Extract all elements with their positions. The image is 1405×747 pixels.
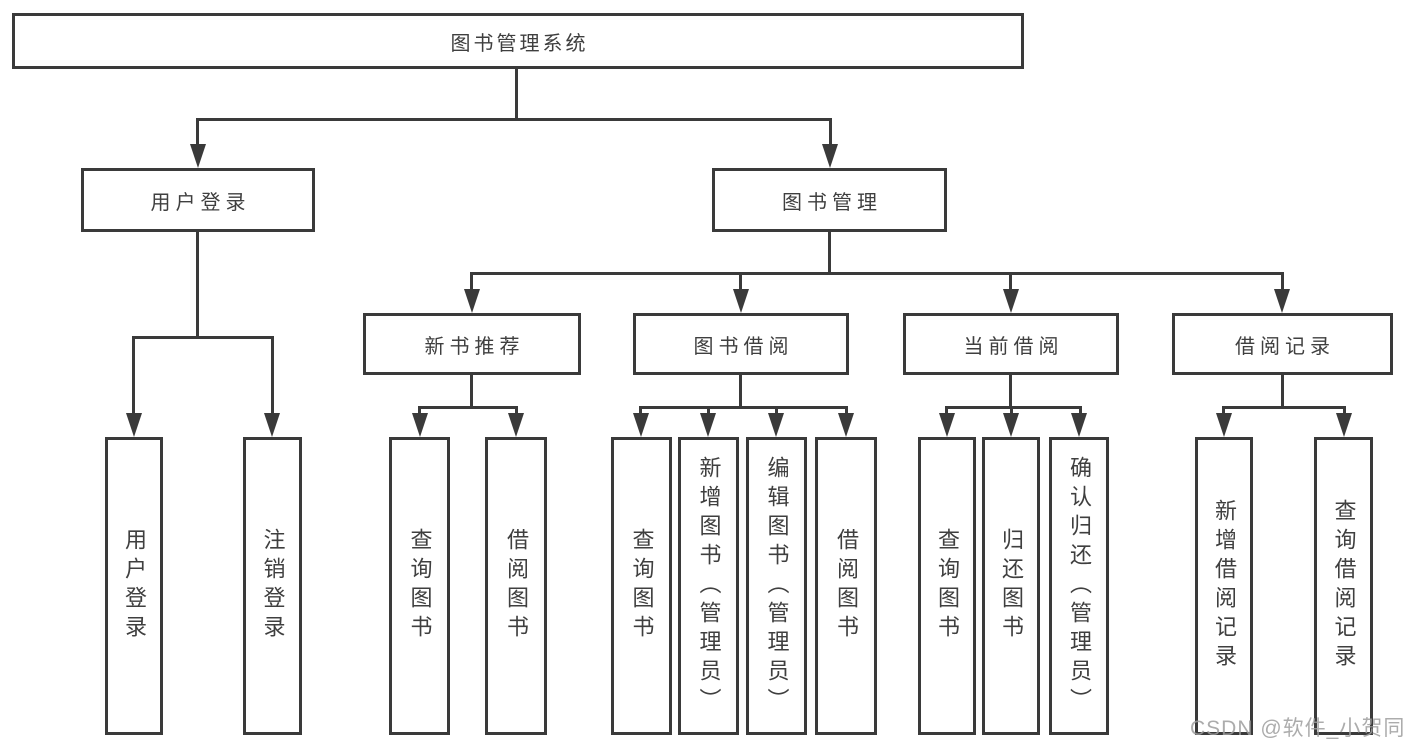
leaf-label: 新增借阅记录 — [1212, 499, 1237, 673]
arrow-down-icon — [1071, 413, 1087, 437]
leaf-borrow-books-recommend: 借阅图书 — [485, 437, 547, 735]
connector-line — [1222, 406, 1346, 409]
arrow-down-icon — [264, 413, 280, 437]
connector-line — [1009, 272, 1012, 290]
leaf-return-books: 归还图书 — [982, 437, 1040, 735]
leaf-label: 查询图书 — [629, 528, 655, 644]
connector-line — [1009, 375, 1012, 406]
connector-line — [945, 406, 1082, 409]
connector-line — [845, 406, 848, 414]
arrow-down-icon — [939, 413, 955, 437]
connector-line — [739, 375, 742, 406]
node-root: 图书管理系统 — [12, 13, 1024, 69]
connector-line — [775, 406, 778, 414]
node-borrowing-records: 借阅记录 — [1172, 313, 1393, 375]
connector-line — [196, 232, 199, 336]
node-new-book-recommendation: 新书推荐 — [363, 313, 581, 375]
leaf-query-borrow-record: 查询借阅记录 — [1314, 437, 1373, 735]
arrow-down-icon — [412, 413, 428, 437]
leaf-label: 新增图书（管理员） — [696, 455, 722, 717]
connector-line — [470, 375, 473, 406]
leaf-label: 归还图书 — [999, 528, 1024, 644]
leaf-label: 用户登录 — [122, 528, 147, 644]
arrow-down-icon — [822, 144, 838, 168]
connector-line — [196, 118, 832, 121]
arrow-down-icon — [464, 289, 480, 313]
arrow-down-icon — [1336, 413, 1352, 437]
node-book-borrowing: 图书借阅 — [633, 313, 849, 375]
leaf-confirm-return-admin: 确认归还（管理员） — [1049, 437, 1109, 735]
leaf-label: 查询图书 — [407, 528, 433, 644]
connector-line — [515, 69, 518, 120]
connector-line — [707, 406, 710, 414]
connector-line — [945, 406, 948, 414]
leaf-label: 查询图书 — [935, 528, 960, 644]
leaf-borrow-books-borrowing: 借阅图书 — [815, 437, 877, 735]
leaf-label: 编辑图书（管理员） — [764, 455, 790, 717]
connector-line — [829, 118, 832, 146]
connector-line — [1281, 375, 1284, 406]
leaf-label: 借阅图书 — [504, 528, 529, 644]
leaf-logout: 注销登录 — [243, 437, 302, 735]
connector-line — [132, 336, 135, 414]
arrow-down-icon — [838, 413, 854, 437]
leaf-add-borrow-record: 新增借阅记录 — [1195, 437, 1253, 735]
leaf-label: 借阅图书 — [834, 528, 859, 644]
connector-line — [1281, 272, 1284, 290]
arrow-down-icon — [1274, 289, 1290, 313]
csdn-watermark: CSDN @软件_小贺同学 — [1190, 717, 1405, 740]
leaf-label: 注销登录 — [260, 528, 286, 644]
connector-line — [1079, 406, 1082, 414]
arrow-down-icon — [126, 413, 142, 437]
leaf-edit-book-admin: 编辑图书（管理员） — [746, 437, 807, 735]
connector-line — [639, 406, 642, 414]
arrow-down-icon — [633, 413, 649, 437]
connector-line — [418, 406, 518, 409]
connector-line — [271, 336, 274, 414]
connector-line — [1343, 406, 1346, 414]
arrow-down-icon — [768, 413, 784, 437]
leaf-label: 确认归还（管理员） — [1067, 455, 1092, 717]
arrow-down-icon — [1003, 289, 1019, 313]
connector-line — [418, 406, 421, 414]
node-user-login: 用户登录 — [81, 168, 315, 232]
arrow-down-icon — [190, 144, 206, 168]
leaf-query-books-borrowing: 查询图书 — [611, 437, 672, 735]
connector-line — [470, 272, 1284, 275]
arrow-down-icon — [508, 413, 524, 437]
leaf-query-books-recommend: 查询图书 — [389, 437, 450, 735]
arrow-down-icon — [1003, 413, 1019, 437]
leaf-add-book-admin: 新增图书（管理员） — [678, 437, 739, 735]
connector-line — [132, 336, 274, 339]
connector-line — [470, 272, 473, 290]
arrow-down-icon — [733, 289, 749, 313]
leaf-label: 查询借阅记录 — [1331, 499, 1357, 673]
connector-line — [828, 232, 831, 272]
node-book-management: 图书管理 — [712, 168, 947, 232]
connector-line — [1222, 406, 1225, 414]
connector-line — [639, 406, 848, 409]
arrow-down-icon — [700, 413, 716, 437]
connector-line — [1010, 406, 1013, 414]
leaf-query-books-current: 查询图书 — [918, 437, 976, 735]
arrow-down-icon — [1216, 413, 1232, 437]
connector-line — [739, 272, 742, 290]
connector-line — [515, 406, 518, 414]
leaf-user-login: 用户登录 — [105, 437, 163, 735]
connector-line — [196, 118, 199, 146]
node-current-borrowing: 当前借阅 — [903, 313, 1119, 375]
